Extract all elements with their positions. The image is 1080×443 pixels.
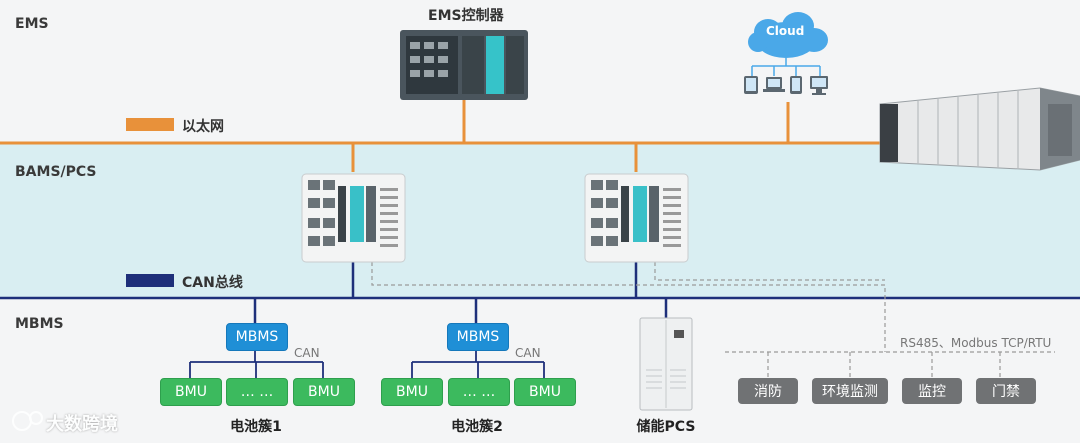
- terminal-screens: [746, 78, 826, 91]
- mbms-node-1: MBMS: [226, 323, 288, 351]
- cluster-caption-2: 电池簇2: [451, 419, 503, 435]
- watermark-logo-icon: [12, 411, 43, 431]
- cluster-caption-1: 电池簇1: [230, 419, 282, 435]
- cloud-icon: [748, 12, 828, 58]
- legend-can-label: CAN总线: [182, 275, 243, 291]
- bams-device-1: [301, 173, 406, 263]
- ems-controller-label: EMS控制器: [428, 8, 504, 24]
- section-mbms: MBMS: [15, 316, 64, 332]
- section-ems: EMS: [15, 16, 49, 32]
- can-legend-swatch: [126, 274, 174, 287]
- bmu-node-1a: BMU: [160, 378, 222, 406]
- protocol-label: RS485、Modbus TCP/RTU: [900, 336, 1052, 350]
- section-bams-pcs: BAMS/PCS: [15, 164, 97, 180]
- legend-ethernet-label: 以太网: [182, 119, 224, 135]
- cloud-label: Cloud: [766, 24, 805, 38]
- bmu-node-2a: BMU: [381, 378, 443, 406]
- bams-pcs-band: [0, 143, 1080, 298]
- mbms-node-2: MBMS: [447, 323, 509, 351]
- storage-pcs-label: 储能PCS: [636, 419, 696, 435]
- can-label-2: CAN: [515, 346, 541, 360]
- function-fire-protection: 消防: [738, 378, 798, 404]
- bmu-node-2b: BMU: [514, 378, 576, 406]
- bams-device-2: [584, 173, 689, 263]
- rs485-lines: [371, 262, 1055, 378]
- bmu-node-2-ellipsis: … …: [448, 378, 510, 406]
- function-access-control: 门禁: [976, 378, 1036, 404]
- ethernet-legend-swatch: [126, 118, 174, 131]
- bmu-node-1-ellipsis: … …: [226, 378, 288, 406]
- storage-pcs-cabinet: [639, 317, 693, 411]
- cloud-links: [751, 58, 821, 76]
- cluster1-connectors: [189, 351, 324, 378]
- can-label-1: CAN: [294, 346, 320, 360]
- ems-controller-device: [400, 30, 528, 100]
- watermark-text: 大数跨境: [46, 414, 118, 435]
- storage-cabinet: [879, 87, 1080, 171]
- cluster2-connectors: [411, 351, 545, 378]
- function-environment-monitoring: 环境监测: [812, 378, 888, 404]
- function-surveillance: 监控: [902, 378, 962, 404]
- bmu-node-1b: BMU: [293, 378, 355, 406]
